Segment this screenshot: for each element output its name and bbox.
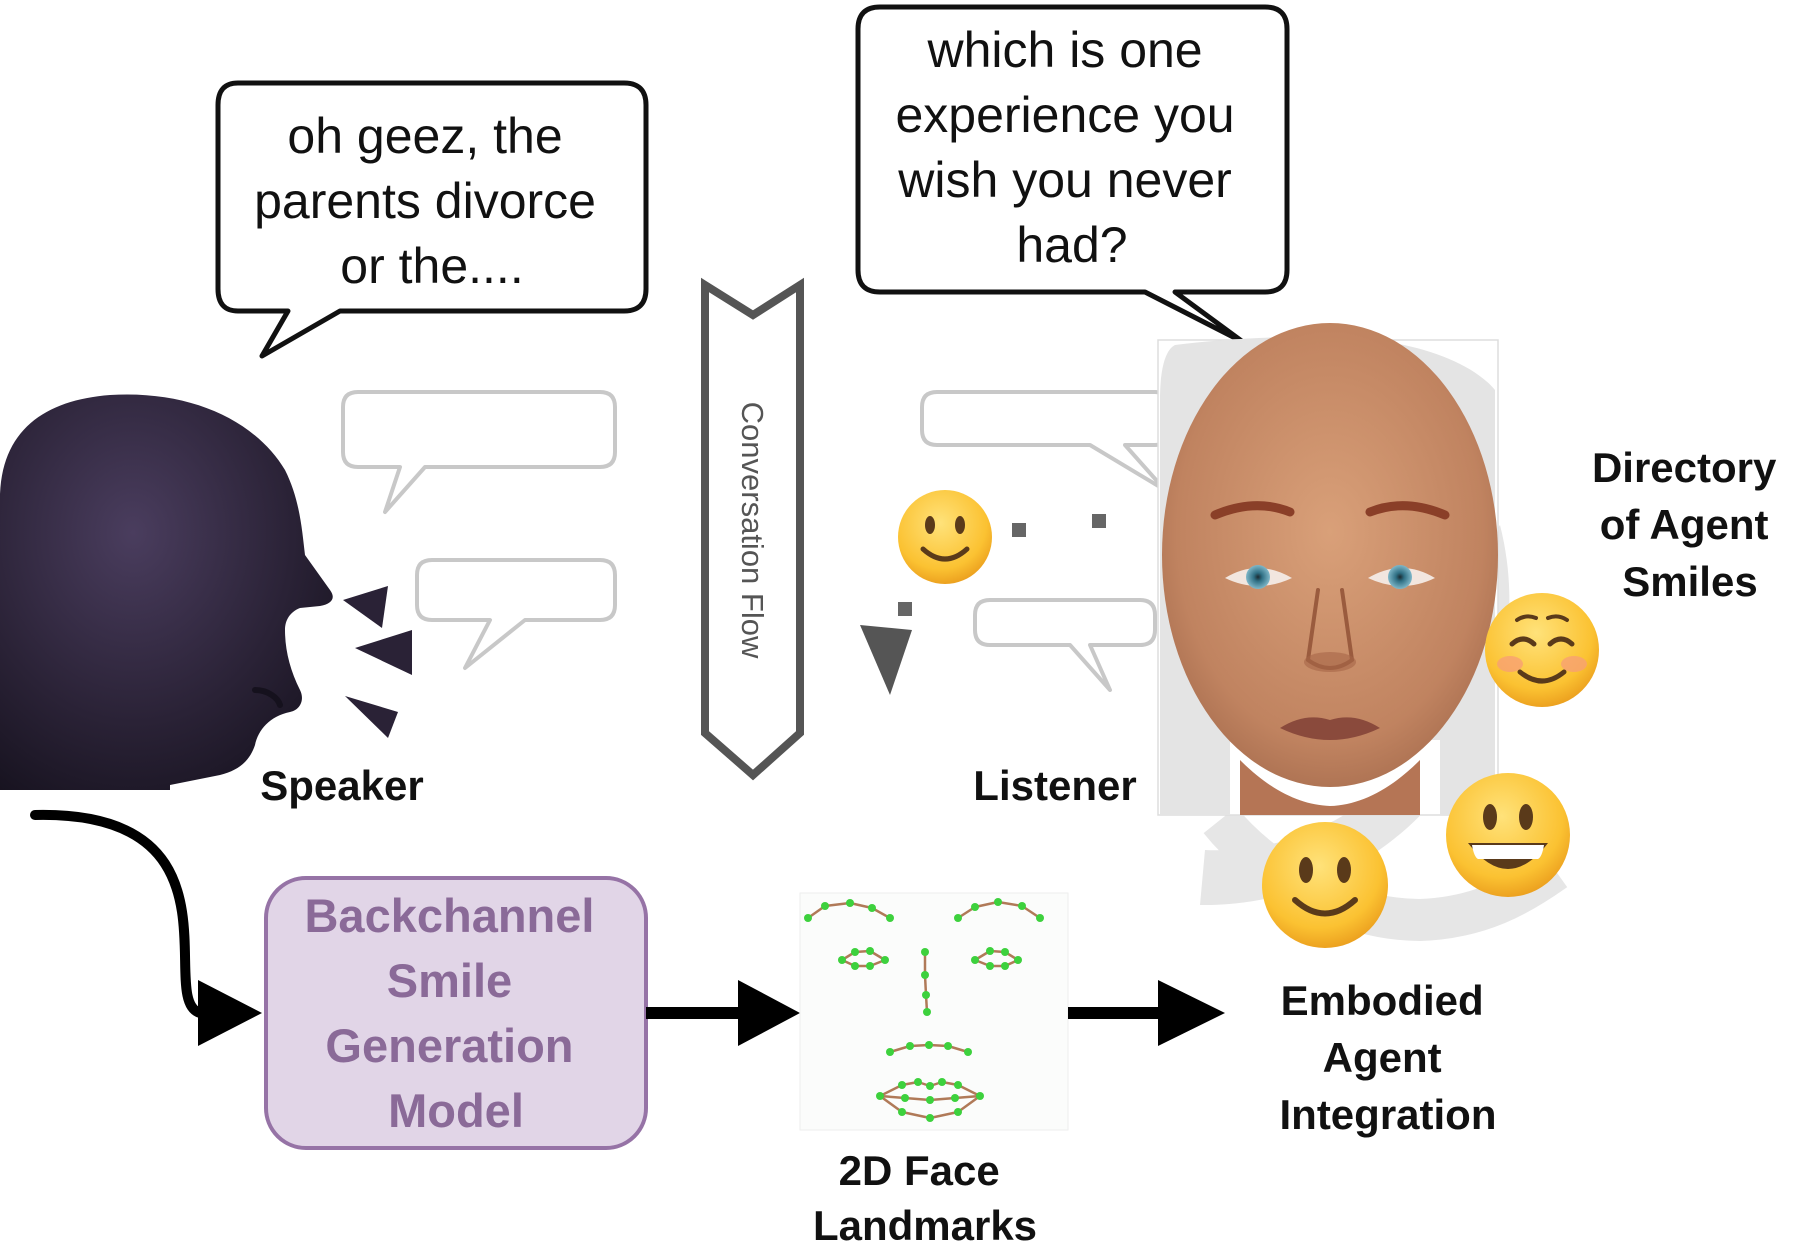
faded-bubble	[920, 390, 1172, 492]
smiling-eyes-emoji-icon	[1485, 593, 1599, 707]
speaker-to-model-arrow	[30, 809, 262, 1046]
listener-bubble-line: experience you	[895, 87, 1234, 143]
integration-label-line: Integration	[1280, 1091, 1497, 1138]
landmarks-label: 2D Face Landmarks	[813, 1147, 1037, 1249]
landmarks-label-line: 2D Face	[839, 1147, 1000, 1194]
speaker-bubble-line: parents divorce	[254, 173, 596, 229]
directory-label-line: of Agent	[1600, 501, 1769, 548]
speaker-speech-bubble: oh geez, the parents divorce or the....	[215, 80, 649, 359]
listener-bubble-line: which is one	[926, 22, 1202, 78]
conversation-flow-arrow: Conversation Flow	[701, 277, 804, 781]
speaker-bubble-line: or the....	[340, 238, 523, 294]
model-to-landmarks-arrow	[646, 980, 800, 1046]
slight-smile-emoji-icon	[1262, 822, 1388, 948]
grinning-emoji-icon	[1446, 773, 1570, 897]
model-box-line: Backchannel	[304, 889, 594, 942]
faded-bubble	[415, 558, 617, 670]
smile-generation-model-box: Backchannel Smile Generation Model	[264, 876, 648, 1150]
integration-label-line: Embodied	[1281, 977, 1484, 1024]
directory-label-line: Directory	[1592, 444, 1777, 491]
speaker-bubble-line: oh geez, the	[287, 108, 562, 164]
face-landmarks-image	[799, 892, 1069, 1131]
listener-label: Listener	[973, 762, 1136, 809]
faded-bubble	[973, 598, 1157, 692]
speaker-label: Speaker	[260, 762, 423, 809]
agent-face-image	[1157, 323, 1499, 816]
faded-speaker-bubbles	[341, 390, 617, 670]
conversation-flow-label: Conversation Flow	[735, 402, 770, 659]
svg-text:which is one experience: which is one experience you wish you nev…	[895, 22, 1248, 273]
integration-label-line: Agent	[1323, 1034, 1442, 1081]
landmarks-to-integration-arrow	[1068, 980, 1225, 1046]
landmarks-label-line: Landmarks	[813, 1202, 1037, 1249]
slight-smile-emoji-icon	[898, 490, 992, 584]
listener-bubble-line: had?	[1016, 217, 1127, 273]
directory-label: Directory of Agent Smiles	[1592, 444, 1788, 605]
backchannel-dotted-arrow	[860, 514, 1106, 695]
svg-text:oh geez, the parents div: oh geez, the parents divorce or the....	[254, 108, 610, 294]
faded-bubble	[341, 390, 617, 514]
sound-waves-icon	[343, 586, 412, 738]
listener-bubble-line: wish you never	[897, 152, 1232, 208]
integration-label: Embodied Agent Integration	[1280, 977, 1497, 1138]
listener-speech-bubble: which is one experience you wish you nev…	[855, 4, 1290, 345]
faded-listener-bubbles	[920, 390, 1172, 692]
model-box-line: Smile	[387, 954, 512, 1007]
svg-text:Backchannel Smile: Backchannel Smile Generation Model	[304, 889, 607, 1137]
model-box-line: Generation	[325, 1019, 573, 1072]
directory-label-line: Smiles	[1622, 558, 1757, 605]
speaker-head-icon	[0, 394, 333, 790]
model-box-line: Model	[388, 1084, 524, 1137]
